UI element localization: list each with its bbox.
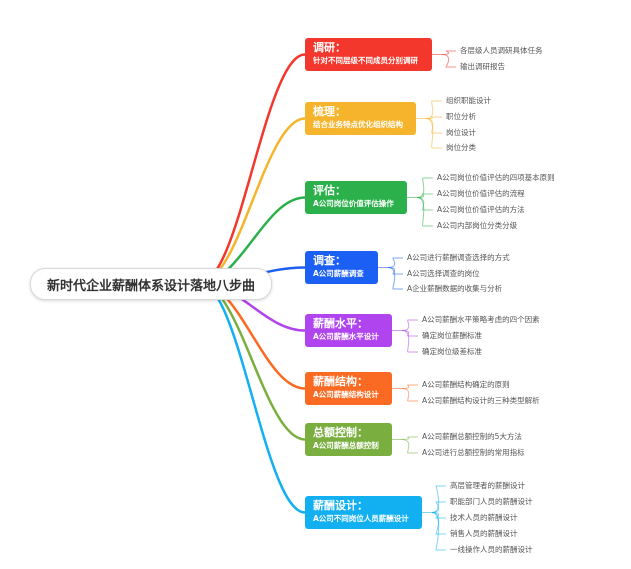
root-topic[interactable]: 新时代企业薪酬体系设计落地八步曲 <box>30 268 272 300</box>
leaf-connector <box>431 512 446 551</box>
subtopic-item[interactable]: A公司内部岗位分类分级 <box>437 221 518 230</box>
topic-title: 薪酬水平： <box>313 317 368 330</box>
topic-7[interactable]: 总额控制： A公司薪酬总额控制 <box>305 423 392 456</box>
topic-subtitle: 结合业务特点优化组织结构 <box>313 120 403 129</box>
topic-subtitle: A公司薪酬总额控制 <box>313 441 379 450</box>
topic-6[interactable]: 薪酬结构： A公司薪酬结构设计 <box>305 372 392 405</box>
leaf-connector <box>401 436 418 440</box>
subtopic-item[interactable]: A公司薪酬结构设计的三种类型解析 <box>422 396 540 405</box>
topic-subtitle: A公司不同岗位人员薪酬设计 <box>313 514 409 523</box>
topic-title: 总额控制： <box>313 426 368 439</box>
subtopic-item[interactable]: 岗位分类 <box>446 143 476 152</box>
topic-5[interactable]: 薪酬水平： A公司薪酬水平设计 <box>305 314 392 347</box>
subtopic-item[interactable]: 岗位设计 <box>446 128 476 137</box>
subtopic-item[interactable]: A公司进行总额控制的常用指标 <box>422 448 525 457</box>
leaf-connector <box>416 197 433 211</box>
subtopic-item[interactable]: A公司选择调查的岗位 <box>407 269 480 278</box>
topic-title: 评估： <box>313 184 346 197</box>
subtopic-item[interactable]: 各层级人员调研具体任务 <box>460 46 543 55</box>
leaf-connector <box>401 388 418 402</box>
subtopic-item[interactable]: 确定岗位薪酬标准 <box>422 331 482 340</box>
topic-subtitle: A公司薪酬水平设计 <box>313 332 379 341</box>
leaf-connector <box>401 330 418 353</box>
leaf-connector <box>441 54 456 68</box>
leaf-connector <box>401 319 418 331</box>
topic-title: 薪酬设计： <box>313 499 368 512</box>
leaf-connector <box>431 485 446 513</box>
topic-subtitle: A公司岗位价值评估操作 <box>313 199 394 208</box>
subtopic-item[interactable]: 输出调研报告 <box>460 62 505 71</box>
subtopic-item[interactable]: 销售人员的薪酬设计 <box>450 529 518 538</box>
topic-1[interactable]: 调研： 针对不同层级不同成员分别调研 <box>305 38 432 71</box>
topic-8[interactable]: 薪酬设计： A公司不同岗位人员薪酬设计 <box>305 496 422 529</box>
branch-connector <box>199 281 306 514</box>
subtopic-item[interactable]: A企业薪酬数据的收集与分析 <box>407 284 503 293</box>
subtopic-item[interactable]: A公司岗位价值评估的流程 <box>437 189 525 198</box>
leaf-connector <box>425 100 442 119</box>
root-title: 新时代企业薪酬体系设计落地八步曲 <box>46 278 255 294</box>
leaf-connector <box>431 501 446 513</box>
leaf-connector <box>425 118 442 134</box>
leaf-connector <box>387 257 403 268</box>
leaf-connector <box>416 177 433 198</box>
subtopic-item[interactable]: A公司薪酬水平策略考虑的四个因素 <box>422 315 540 324</box>
topic-2[interactable]: 梳理： 结合业务特点优化组织结构 <box>305 102 416 135</box>
topic-4[interactable]: 调查： A公司薪酬调查 <box>305 251 378 284</box>
topic-title: 梳理： <box>313 105 346 118</box>
topic-title: 调查： <box>313 254 346 267</box>
topic-title: 薪酬结构： <box>313 375 368 388</box>
subtopic-item[interactable]: 技术人员的薪酬设计 <box>450 513 518 522</box>
topic-subtitle: A公司薪酬结构设计 <box>313 390 379 399</box>
topic-subtitle: A公司薪酬调查 <box>313 269 364 278</box>
subtopic-item[interactable]: 确定岗位级差标准 <box>422 347 482 356</box>
leaf-connector <box>387 267 403 290</box>
branch-connector <box>199 53 306 285</box>
subtopic-item[interactable]: A公司薪酬总额控制的5大方法 <box>422 432 522 441</box>
subtopic-item[interactable]: 职位分析 <box>446 112 476 121</box>
subtopic-item[interactable]: A公司进行薪酬调查选择的方式 <box>407 253 510 262</box>
topic-title: 调研： <box>313 41 346 54</box>
leaf-connector <box>441 50 456 55</box>
topic-3[interactable]: 评估： A公司岗位价值评估操作 <box>305 181 407 214</box>
leaf-connector <box>387 267 403 275</box>
topic-subtitle: 针对不同层级不同成员分别调研 <box>313 56 418 65</box>
leaf-connector <box>401 439 418 454</box>
leaf-connector <box>416 197 433 227</box>
leaf-connector <box>425 118 442 149</box>
leaf-connector <box>416 193 433 198</box>
leaf-connector <box>401 384 418 389</box>
subtopic-item[interactable]: A公司岗位价值评估的四项基本原则 <box>437 173 555 182</box>
subtopic-item[interactable]: 职能部门人员的薪酬设计 <box>450 497 533 506</box>
subtopic-item[interactable]: 高层管理者的薪酬设计 <box>450 481 525 490</box>
subtopic-item[interactable]: A公司岗位价值评估的方法 <box>437 205 525 214</box>
subtopic-item[interactable]: 组织职能设计 <box>446 96 491 105</box>
subtopic-item[interactable]: A公司薪酬结构确定的原则 <box>422 380 510 389</box>
subtopic-item[interactable]: 一线操作人员的薪酬设计 <box>450 545 533 554</box>
